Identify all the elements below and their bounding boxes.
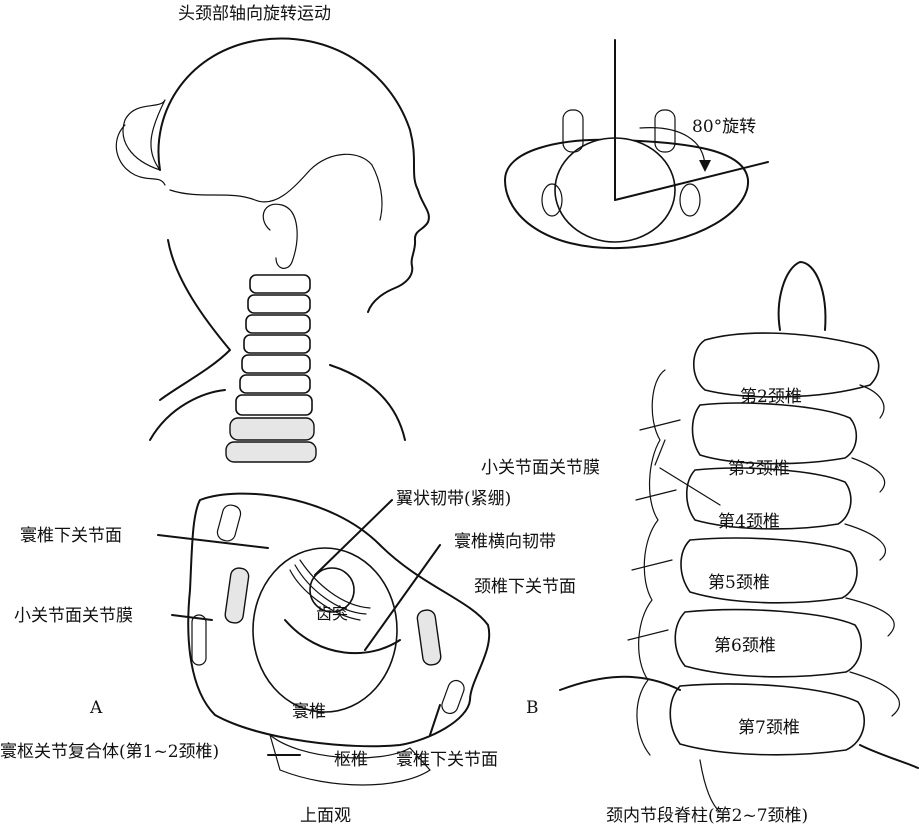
diagram-title: 头颈部轴向旋转运动 — [178, 4, 331, 24]
leader-facet-capsule-b-2 — [659, 467, 721, 506]
cervical-column-figure — [559, 261, 919, 813]
label-c4: 第4颈椎 — [718, 512, 780, 532]
label-cervical-inferior-facet: 颈椎下关节面 — [474, 577, 576, 597]
label-c5: 第5颈椎 — [708, 573, 770, 593]
panel-b-caption: 颈内节段脊柱(第2~7颈椎) — [606, 806, 809, 826]
label-axis: 枢椎 — [334, 750, 368, 770]
label-c3: 第3颈椎 — [728, 459, 790, 479]
leader-transverse-ligament — [364, 544, 441, 651]
label-atlantoaxial-complex: 寰枢关节复合体(第1~2颈椎) — [0, 742, 220, 762]
rotation-label: 80°旋转 — [692, 117, 757, 137]
head-profile-figure — [115, 37, 430, 463]
label-atlas: 寰椎 — [292, 702, 326, 722]
label-alar-ligament: 翼状韧带(紧绷) — [396, 489, 512, 509]
label-atlas-inferior-facet-top: 寰椎下关节面 — [20, 526, 122, 546]
atlas-rotation-figure — [504, 39, 769, 250]
label-dens: 齿突 — [316, 604, 349, 623]
leader-atlas-facet-bottom — [429, 704, 441, 736]
leader-facet-capsule-a — [171, 614, 213, 621]
label-transverse-ligament: 寰椎横向韧带 — [454, 532, 556, 552]
label-c7: 第7颈椎 — [738, 718, 800, 738]
label-facet-capsule-b: 小关节面关节膜 — [481, 458, 600, 478]
leader-atlas-facet-top — [157, 534, 269, 549]
leader-alar-ligament — [314, 499, 393, 576]
label-atlas-inferior-facet-bottom: 寰椎下关节面 — [396, 750, 498, 770]
label-c6: 第6颈椎 — [714, 636, 776, 656]
label-c2: 第2颈椎 — [740, 387, 802, 407]
atlantoaxial-figure — [187, 492, 491, 786]
panel-a-tag: A — [90, 698, 103, 718]
panel-b-tag: B — [526, 698, 539, 718]
panel-a-caption: 上面观 — [300, 806, 351, 826]
cervical-spine-stack — [225, 274, 317, 463]
label-facet-capsule-a: 小关节面关节膜 — [14, 606, 133, 626]
leader-facet-capsule-b — [654, 439, 666, 466]
